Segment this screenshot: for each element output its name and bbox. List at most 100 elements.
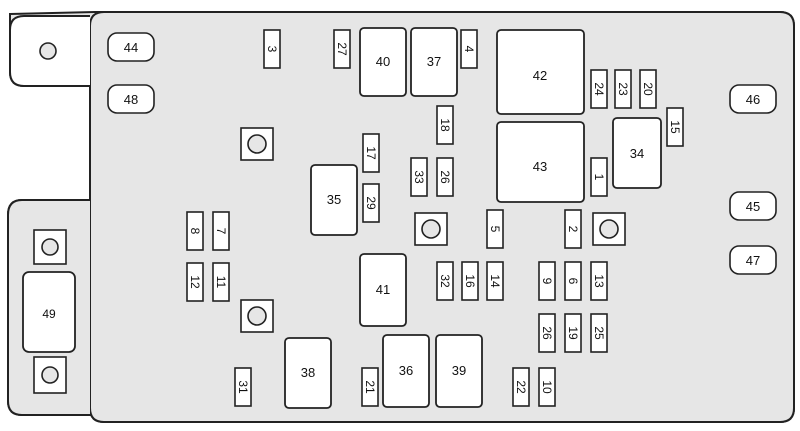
- fuse-14: 14: [486, 261, 504, 301]
- fuse-6-label: 6: [566, 278, 580, 285]
- fuse-7: 7: [212, 211, 230, 251]
- mounting-hole-top: [39, 42, 57, 60]
- maxi-fuse-47: [729, 245, 777, 275]
- relay-39: [435, 334, 483, 408]
- fuse-9: 9: [538, 261, 556, 301]
- relay-41: [359, 253, 407, 327]
- fuse-24-label: 24: [592, 82, 606, 96]
- fuse-9-label: 9: [540, 278, 554, 285]
- mega-fuse-49-label: 49: [42, 307, 56, 321]
- relay-37: [410, 27, 458, 97]
- fuse-20: 20: [639, 69, 657, 109]
- fuse-1-label: 1: [592, 174, 606, 181]
- maxi-fuse-44-label: 44: [124, 40, 138, 55]
- relay-43-label: 43: [533, 159, 547, 174]
- fuse-6: 6: [564, 261, 582, 301]
- fuse-19: 19: [564, 313, 582, 353]
- fuse-12: 12: [186, 262, 204, 302]
- fuse-20-label: 20: [641, 82, 655, 96]
- fuse-26-lower: 26: [538, 313, 556, 353]
- fuse-19-label: 19: [566, 326, 580, 340]
- fuse-26-upper-label: 26: [438, 170, 452, 184]
- mounting-stud-2: [414, 212, 448, 246]
- relay-37-label: 37: [427, 54, 441, 69]
- mega-fuse-49-bolt-top: [41, 238, 59, 256]
- relay-35-label: 35: [327, 192, 341, 207]
- fuse-18-label: 18: [438, 118, 452, 132]
- fuse-5: 5: [486, 209, 504, 249]
- maxi-fuse-48-label: 48: [124, 92, 138, 107]
- mounting-stud-3: [592, 212, 626, 246]
- relay-39-label: 39: [452, 363, 466, 378]
- fuse-2: 2: [564, 209, 582, 249]
- relay-34-label: 34: [630, 146, 644, 161]
- fuse-1: 1: [590, 157, 608, 197]
- maxi-fuse-48: [107, 84, 155, 114]
- relay-36-label: 36: [399, 363, 413, 378]
- fuse-17: 17: [362, 133, 380, 173]
- fuse-16: 16: [461, 261, 479, 301]
- fuse-15-label: 15: [668, 120, 682, 134]
- fuse-15: 15: [666, 107, 684, 147]
- fuse-8: 8: [186, 211, 204, 251]
- fuse-16-label: 16: [463, 274, 477, 288]
- mounting-stud-4: [240, 299, 274, 333]
- fuse-31-label: 31: [236, 380, 250, 394]
- maxi-fuse-44: [107, 32, 155, 62]
- fuse-21-label: 21: [363, 380, 377, 394]
- fuse-4: 4: [460, 29, 478, 69]
- maxi-fuse-46-label: 46: [746, 92, 760, 107]
- fuse-11-label: 11: [214, 276, 228, 289]
- fuse-31: 31: [234, 367, 252, 407]
- fuse-25: 25: [590, 313, 608, 353]
- fuse-25-label: 25: [592, 326, 606, 340]
- fuse-21: 21: [361, 367, 379, 407]
- relay-43: [496, 121, 585, 203]
- fuse-22: 22: [512, 367, 530, 407]
- fuse-32: 32: [436, 261, 454, 301]
- fuse-24: 24: [590, 69, 608, 109]
- fuse-29-label: 29: [364, 196, 378, 210]
- relay-40-label: 40: [376, 54, 390, 69]
- fuse-3: 3: [263, 29, 281, 69]
- mega-fuse-49-bolt-bottom: [41, 366, 59, 384]
- maxi-fuse-47-label: 47: [746, 253, 760, 268]
- relay-41-label: 41: [376, 282, 390, 297]
- fuse-10: 10: [538, 367, 556, 407]
- fuse-33-label: 33: [412, 170, 426, 184]
- fuse-18: 18: [436, 105, 454, 145]
- fuse-10-label: 10: [540, 380, 554, 394]
- fuse-7-label: 7: [214, 228, 228, 235]
- fuse-2-label: 2: [566, 226, 580, 233]
- fuse-26-upper: 26: [436, 157, 454, 197]
- relay-40: [359, 27, 407, 97]
- fuse-27-label: 27: [335, 42, 349, 56]
- relay-38-label: 38: [301, 365, 315, 380]
- fuse-3-label: 3: [265, 46, 279, 53]
- fuse-29: 29: [362, 183, 380, 223]
- fuse-32-label: 32: [438, 274, 452, 288]
- fuse-8-label: 8: [188, 228, 202, 235]
- fuse-13-label: 13: [592, 274, 606, 288]
- fuse-27: 27: [333, 29, 351, 69]
- relay-36: [382, 334, 430, 408]
- fuse-5-label: 5: [488, 226, 502, 233]
- fuse-14-label: 14: [488, 274, 502, 288]
- maxi-fuse-45-label: 45: [746, 199, 760, 214]
- fuse-11: 11: [212, 262, 230, 302]
- fuse-22-label: 22: [514, 380, 528, 394]
- relay-38: [284, 337, 332, 409]
- relay-42: [496, 29, 585, 115]
- fuse-33: 33: [410, 157, 428, 197]
- fuse-17-label: 17: [364, 146, 378, 160]
- maxi-fuse-46: [729, 84, 777, 114]
- fuse-26-lower-label: 26: [540, 326, 554, 340]
- relay-34: [612, 117, 662, 189]
- fuse-13: 13: [590, 261, 608, 301]
- fuse-23-label: 23: [616, 82, 630, 96]
- relay-42-label: 42: [533, 68, 547, 83]
- fuse-12-label: 12: [188, 275, 202, 289]
- mega-fuse-49: [22, 271, 76, 353]
- maxi-fuse-45: [729, 191, 777, 221]
